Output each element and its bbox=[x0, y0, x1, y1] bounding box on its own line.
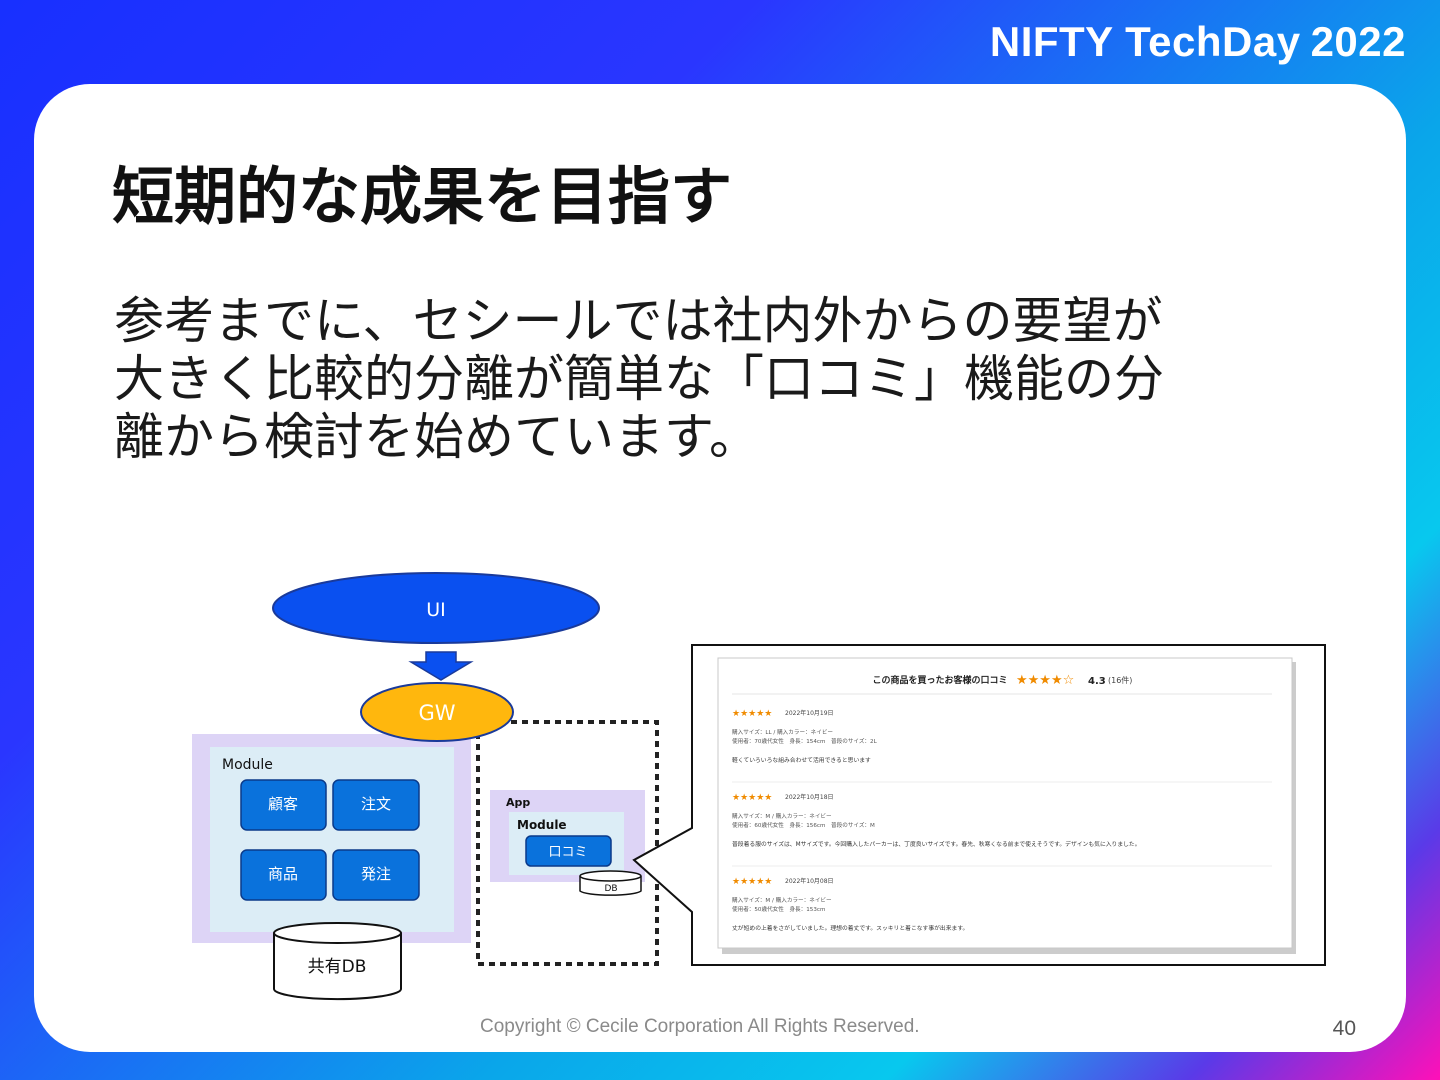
body-line-1: 参考までに、セシールでは社内外からの要望が bbox=[114, 292, 1163, 350]
review-count: (16件) bbox=[1108, 675, 1132, 685]
brand-year: 2022 bbox=[1310, 18, 1406, 65]
down-arrow-icon bbox=[408, 651, 474, 681]
copyright: Copyright © Cecile Corporation All Right… bbox=[480, 1016, 920, 1037]
svg-text:★★★★★: ★★★★★ bbox=[732, 709, 772, 719]
svg-text:★★★★★: ★★★★★ bbox=[732, 877, 772, 887]
svg-text:丈が短めの上着をさがしていました。理想の着丈です。スッキリと: 丈が短めの上着をさがしていました。理想の着丈です。スッキリと着こなす事が出来ます… bbox=[732, 924, 968, 932]
svg-text:2022年10月19日: 2022年10月19日 bbox=[785, 709, 834, 717]
svg-text:顧客: 顧客 bbox=[268, 795, 298, 813]
svg-text:★★★★★: ★★★★★ bbox=[732, 793, 772, 803]
module-item-purchase-order: 発注 bbox=[332, 849, 420, 901]
brand-name: NIFTY TechDay bbox=[989, 18, 1301, 65]
review-item: ★★★★★ 2022年10月08日 購入サイズ：M / 購入カラー：ネイビー 使… bbox=[732, 877, 968, 932]
review-heading: この商品を買ったお客様の口コミ bbox=[872, 674, 1007, 686]
gw-label: GW bbox=[418, 701, 455, 725]
review-item: ★★★★★ 2022年10月18日 購入サイズ：M / 購入カラー：ネイビー 使… bbox=[732, 793, 1141, 848]
ui-node: UI bbox=[272, 572, 600, 644]
svg-text:注文: 注文 bbox=[361, 795, 391, 813]
body-line-3: 離から検討を始めています。 bbox=[114, 408, 759, 466]
app-db-cylinder: DB bbox=[579, 870, 642, 896]
svg-text:発注: 発注 bbox=[361, 865, 391, 883]
review-item: ★★★★★ 2022年10月19日 購入サイズ：LL / 購入カラー：ネイビー … bbox=[732, 709, 878, 764]
module-item-order: 注文 bbox=[332, 779, 420, 831]
shared-db-cylinder: 共有DB bbox=[273, 922, 402, 1001]
service-boundary bbox=[476, 720, 659, 966]
module-item-product: 商品 bbox=[240, 849, 327, 901]
svg-text:2022年10月08日: 2022年10月08日 bbox=[785, 877, 834, 885]
body-line-2: 大きく比較的分離が簡単な「口コミ」機能の分 bbox=[114, 350, 1164, 408]
svg-text:使用者：60歳代女性 身長：156cm 普段のサイズ：M: 使用者：60歳代女性 身長：156cm 普段のサイズ：M bbox=[732, 821, 875, 829]
svg-text:普段着る服のサイズは、Mサイズです。今回購入したパーカーは、: 普段着る服のサイズは、Mサイズです。今回購入したパーカーは、丁度良いサイズです。… bbox=[732, 840, 1141, 848]
app-module-item-reviews: 口コミ bbox=[525, 835, 612, 867]
svg-text:使用者：50歳代女性 身長：153cm: 使用者：50歳代女性 身長：153cm bbox=[732, 905, 825, 913]
svg-text:購入サイズ：M / 購入カラー：ネイビー: 購入サイズ：M / 購入カラー：ネイビー bbox=[732, 896, 832, 904]
svg-text:購入サイズ：LL / 購入カラー：ネイビー: 購入サイズ：LL / 購入カラー：ネイビー bbox=[732, 728, 833, 736]
slide-title: 短期的な成果を目指す bbox=[112, 160, 733, 233]
svg-text:軽くていろいろな組み合わせて活用できると思います: 軽くていろいろな組み合わせて活用できると思います bbox=[732, 756, 871, 764]
app-db-label: DB bbox=[604, 884, 617, 894]
module-inner-box bbox=[210, 747, 454, 932]
ui-label: UI bbox=[426, 599, 446, 621]
review-average-score: 4.3 bbox=[1088, 676, 1106, 687]
review-average-stars: ★★★★☆ bbox=[1016, 673, 1074, 688]
svg-text:口コミ: 口コミ bbox=[548, 845, 587, 860]
svg-text:購入サイズ：M / 購入カラー：ネイビー: 購入サイズ：M / 購入カラー：ネイビー bbox=[732, 812, 832, 820]
app-label: App bbox=[506, 796, 530, 809]
svg-text:使用者：70歳代女性 身長：154cm 普段のサイズ：2L: 使用者：70歳代女性 身長：154cm 普段のサイズ：2L bbox=[732, 737, 878, 745]
module-item-customer: 顧客 bbox=[240, 779, 327, 831]
module-label: Module bbox=[222, 757, 273, 773]
gw-node: GW bbox=[360, 682, 514, 742]
shared-db-label: 共有DB bbox=[308, 957, 367, 977]
app-module-label: Module bbox=[517, 818, 567, 832]
page-number: 40 bbox=[1332, 1017, 1356, 1040]
svg-text:2022年10月18日: 2022年10月18日 bbox=[785, 793, 834, 801]
slide-body: 参考までに、セシールでは社内外からの要望が 大きく比較的分離が簡単な「口コミ」機… bbox=[114, 292, 1314, 466]
review-screenshot: この商品を買ったお客様の口コミ ★★★★☆ 4.3 (16件) ★★★★★ 20… bbox=[717, 657, 1296, 954]
svg-text:商品: 商品 bbox=[268, 865, 298, 883]
